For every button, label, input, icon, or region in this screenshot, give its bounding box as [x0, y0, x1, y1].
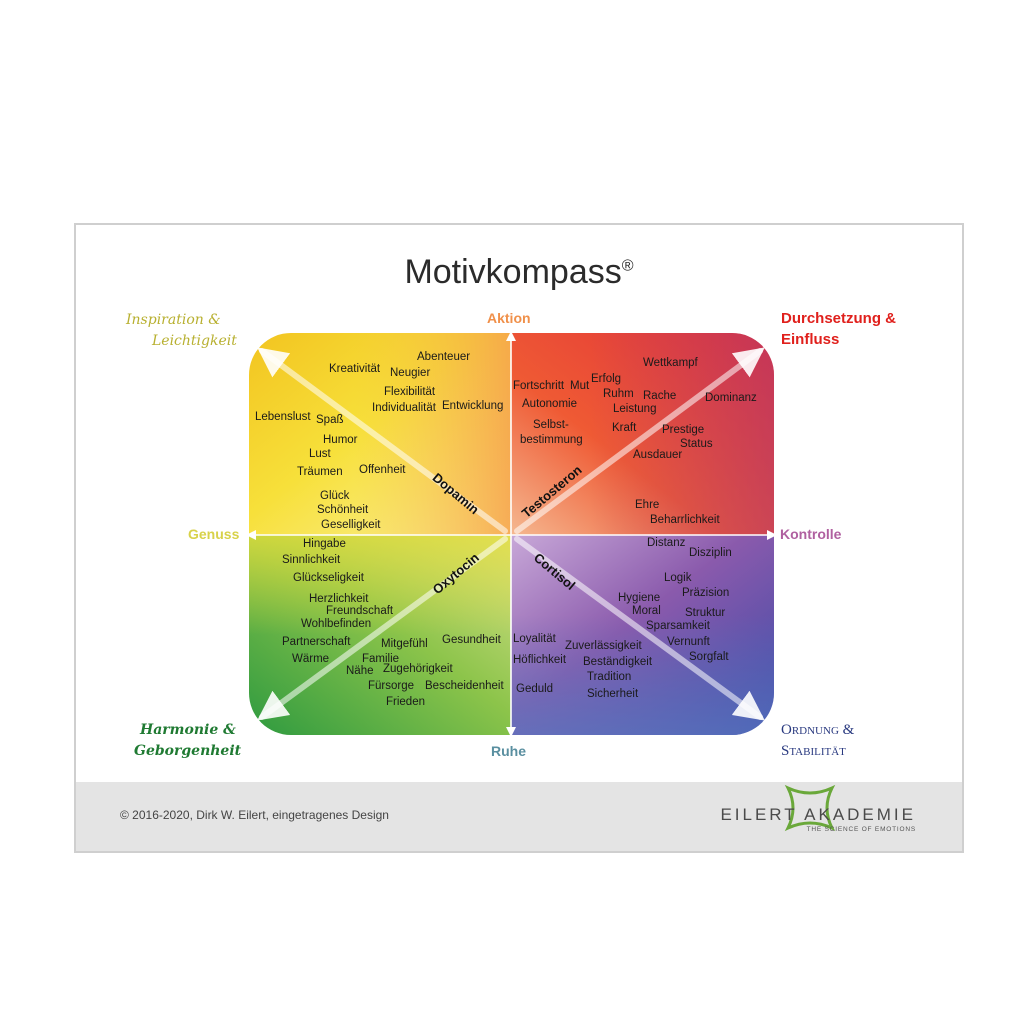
diagonal-arrow-bottom-right [514, 536, 765, 721]
motive-label: Vernunft [667, 636, 710, 648]
brand-star-icon [784, 784, 836, 832]
motive-label: Träumen [297, 466, 343, 478]
motive-label: Ehre [635, 499, 660, 511]
title-text: Motivkompass [404, 253, 622, 291]
motive-label: Mitgefühl [381, 638, 428, 650]
motive-label: Flexibilität [384, 386, 436, 398]
motive-label: Zugehörigkeit [383, 663, 453, 675]
axis-label-kontrolle: Kontrolle [780, 526, 842, 542]
motive-label: Lust [309, 448, 331, 460]
motive-label: Kraft [612, 422, 637, 434]
corner-harmonie-line-1: Harmonie & [140, 722, 236, 738]
motive-label: Höflichkeit [513, 654, 567, 666]
motive-label: Loyalität [513, 633, 556, 645]
motive-label: Humor [323, 434, 358, 446]
axis-label-ruhe: Ruhe [491, 743, 526, 759]
motive-label: Fortschritt [513, 380, 565, 392]
motive-label: Präzision [682, 587, 730, 599]
footer: © 2016-2020, Dirk W. Eilert, eingetragen… [76, 782, 962, 851]
motive-label: Schönheit [317, 504, 369, 516]
motive-label: Entwicklung [442, 400, 504, 412]
copyright-notice: © 2016-2020, Dirk W. Eilert, eingetragen… [120, 808, 389, 822]
motive-label: Spaß [316, 414, 344, 426]
motive-label: Offenheit [359, 464, 406, 476]
motive-label: Wärme [292, 653, 330, 665]
motive-label: Neugier [390, 367, 431, 379]
diagonal-arrow-top-right [514, 347, 765, 534]
corner-ordnung-line-1: Ordnung & [781, 722, 855, 738]
motive-label: bestimmung [520, 434, 583, 446]
motive-label: Lebenslust [255, 411, 311, 423]
page-title: Motivkompass® [76, 253, 962, 292]
motive-label: Rache [643, 390, 677, 402]
motive-label: Prestige [662, 424, 705, 436]
motive-label: Fürsorge [368, 680, 415, 692]
motive-label: Zuverlässigkeit [565, 640, 642, 652]
motive-label: Selbst- [533, 419, 569, 431]
motive-label: Leistung [613, 403, 657, 415]
motive-label: Beständigkeit [583, 656, 653, 668]
corner-harmonie-line-2: Geborgenheit [134, 743, 242, 759]
motive-label: Nähe [346, 665, 374, 677]
motive-label: Disziplin [689, 547, 732, 559]
motive-label: Herzlichkeit [309, 593, 369, 605]
axis-arrowheads [246, 331, 777, 737]
diagonal-arrow-bottom-left [257, 536, 508, 721]
axis-label-genuss: Genuss [188, 526, 240, 542]
brand-logo-text: EILERT AKADEMIE [720, 805, 916, 824]
corner-durchsetzung: Durchsetzung & Einfluss [781, 308, 896, 350]
motive-label: Partnerschaft [282, 636, 351, 648]
corner-ordnung: Ordnung & Stabilität [781, 720, 854, 762]
gradient-box [249, 333, 774, 735]
motive-label: Sparsamkeit [646, 620, 710, 632]
motive-label: Tradition [587, 671, 632, 683]
registered-mark: ® [621, 257, 634, 275]
axis-label-aktion: Aktion [487, 310, 531, 326]
motive-label: Sinnlichkeit [282, 554, 341, 566]
corner-durchsetzung-line-2: Einfluss [781, 331, 840, 348]
motive-label: Geduld [516, 683, 554, 695]
motive-label: Autonomie [522, 398, 577, 410]
diagonal-arrow-top-left [257, 347, 508, 534]
motive-label: Wohlbefinden [301, 618, 372, 630]
motive-label: Glückseligkeit [293, 572, 364, 584]
corner-durchsetzung-line-1: Durchsetzung & [781, 310, 897, 327]
motive-label: Struktur [685, 607, 726, 619]
motive-label: Geselligkeit [321, 519, 381, 531]
brand-tagline: THE SCIENCE OF EMOTIONS [806, 826, 916, 833]
corner-inspiration-line-1: Inspiration & [126, 312, 221, 328]
motive-label: Erfolg [591, 373, 622, 385]
diagonal-arrows [257, 347, 765, 721]
motive-label: Moral [632, 605, 661, 617]
motive-label: Abenteuer [417, 351, 471, 363]
motive-label: Hygiene [618, 592, 661, 604]
motive-label: Frieden [386, 696, 425, 708]
motive-label: Sorgfalt [689, 651, 729, 663]
motive-label: Beharrlichkeit [650, 514, 720, 526]
motive-label: Freundschaft [326, 605, 394, 617]
motive-label: Logik [664, 572, 692, 584]
motive-label: Wettkampf [643, 357, 698, 369]
motive-label: Familie [362, 653, 400, 665]
motive-label: Individualität [372, 402, 436, 414]
corner-ordnung-line-2: Stabilität [781, 743, 846, 759]
motive-label: Dominanz [705, 392, 757, 404]
motive-label: Bescheidenheit [425, 680, 504, 692]
axis-lines [250, 334, 773, 734]
corner-inspiration: Inspiration & Leichtigkeit [126, 310, 237, 352]
motive-label: Ruhm [603, 388, 634, 400]
corner-harmonie: Harmonie & Geborgenheit [134, 720, 241, 762]
motive-label: Status [680, 438, 713, 450]
motive-label: Sicherheit [587, 688, 639, 700]
motive-label: Gesundheit [442, 634, 501, 646]
motive-label: Glück [320, 490, 350, 502]
motive-label: Kreativität [329, 363, 381, 375]
corner-inspiration-line-2: Leichtigkeit [152, 333, 237, 349]
motivkompass-card: Motivkompass® © 2016-2020, Dirk W. Eiler… [74, 223, 964, 853]
motive-label: Mut [570, 380, 590, 392]
motive-label: Ausdauer [633, 449, 683, 461]
motive-label: Distanz [647, 537, 686, 549]
motive-label: Hingabe [303, 538, 346, 550]
